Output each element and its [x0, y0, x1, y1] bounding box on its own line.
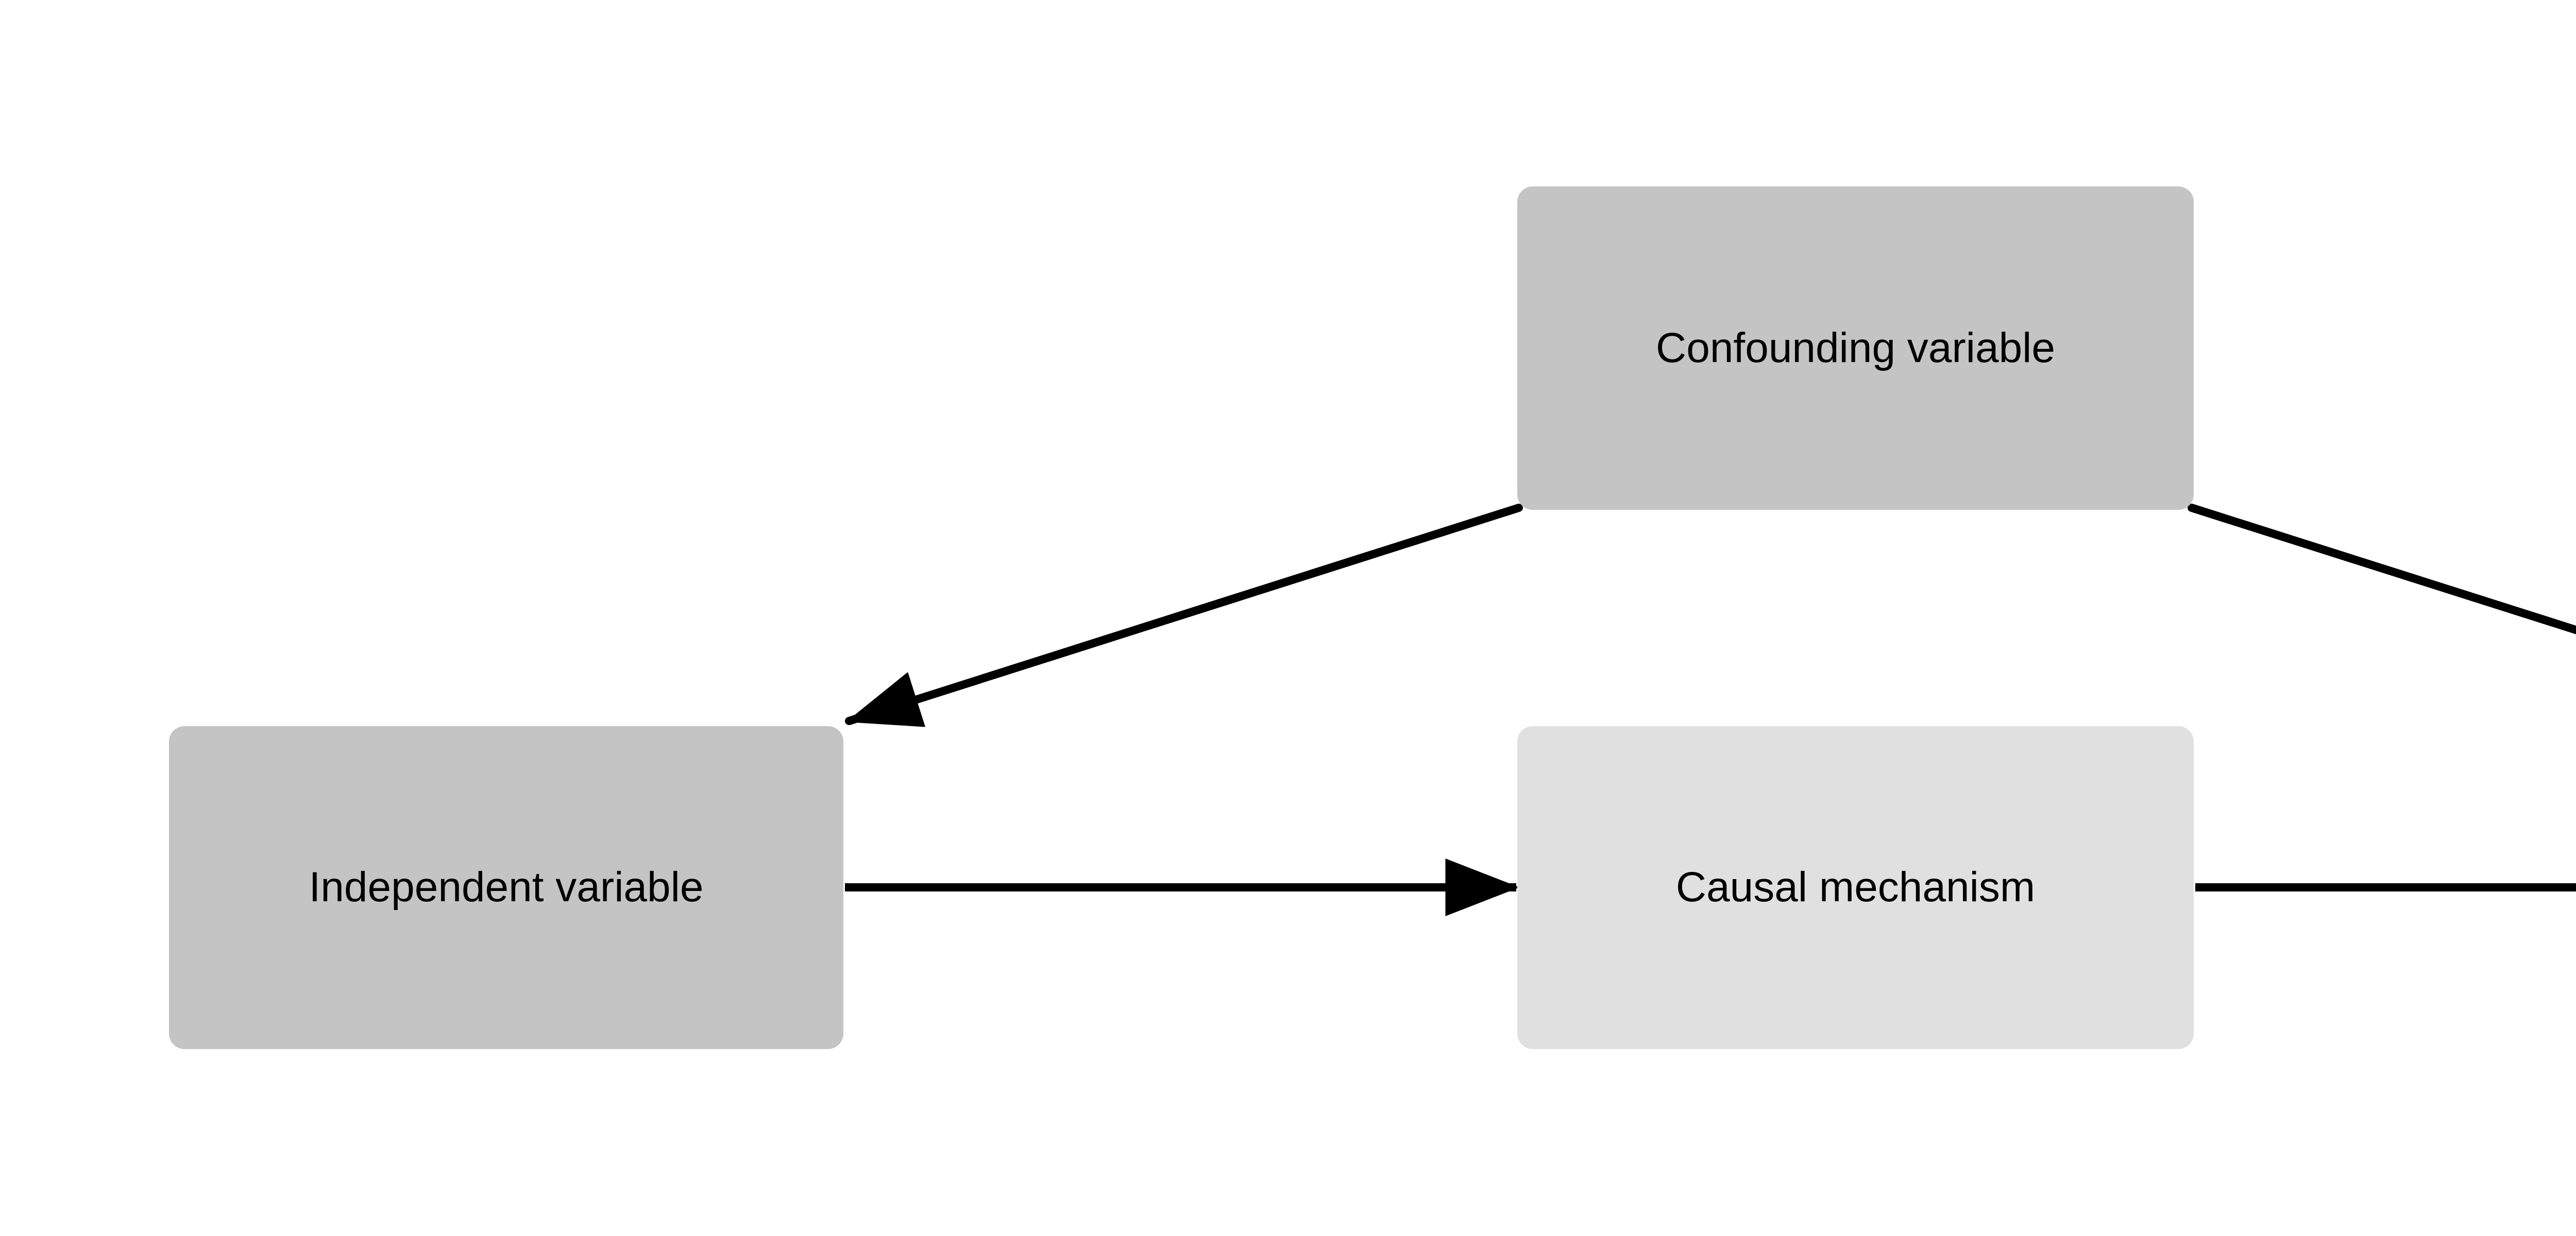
- node-causal-mechanism[interactable]: Causal mechanism: [1517, 726, 2194, 1049]
- edge-confounding-to-dependent: [2188, 504, 2576, 634]
- node-independent-variable-label: Independent variable: [309, 864, 704, 911]
- node-confounding-variable-label: Confounding variable: [1656, 324, 2055, 371]
- edge-confounding-to-independent: [845, 504, 1523, 727]
- node-independent-variable[interactable]: Independent variable: [169, 726, 843, 1049]
- node-confounding-variable[interactable]: Confounding variable: [1517, 186, 2194, 510]
- node-causal-mechanism-label: Causal mechanism: [1675, 864, 2036, 911]
